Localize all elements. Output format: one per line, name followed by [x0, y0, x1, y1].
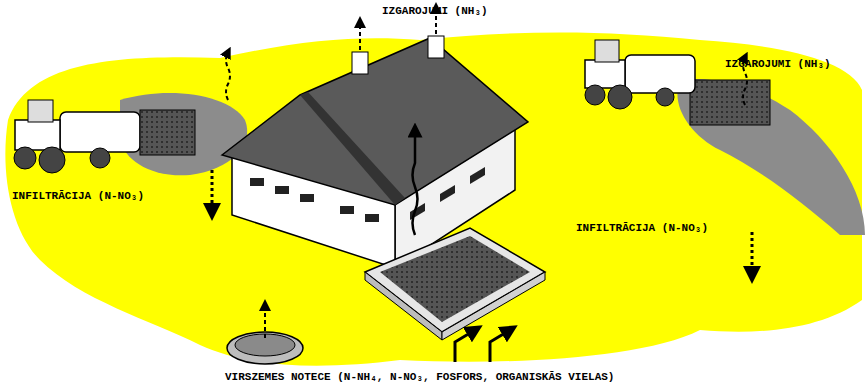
spreader-tank	[60, 112, 140, 152]
emission-arrow	[359, 22, 361, 50]
barn-emission-arrow	[413, 130, 418, 235]
tractor-wheel	[14, 147, 36, 169]
chimney	[428, 36, 444, 58]
emission-arrow	[264, 305, 266, 338]
process-label: INFILTRĀCIJA (N-NO₃)	[12, 190, 144, 203]
window	[275, 186, 289, 194]
tractor-wheel	[608, 85, 632, 109]
right-tractor	[585, 40, 770, 125]
infiltration-arrow	[211, 170, 214, 212]
window	[365, 214, 379, 222]
chimney	[352, 52, 368, 74]
spreader-tank	[625, 55, 695, 93]
left-tractor	[14, 100, 195, 173]
spread-manure	[140, 110, 195, 155]
process-label: IZGAROJUMI (NH₃)	[725, 58, 831, 71]
tractor-wheel	[39, 147, 65, 173]
yellow-ground	[5, 33, 862, 366]
runoff-arrow	[455, 330, 475, 362]
process-label: IZGAROJUMI (NH₃)	[382, 5, 488, 18]
process-label: VIRSZEMES NOTECE (N-NH₄, N-NO₃, FOSFORS,…	[225, 371, 614, 384]
roof-edge	[300, 92, 405, 205]
runoff-arrow	[490, 330, 510, 362]
spread-manure	[690, 80, 770, 125]
pit-wall	[442, 272, 545, 340]
infiltration-arrow	[751, 232, 754, 275]
window	[440, 185, 455, 202]
window	[470, 167, 485, 184]
barn-roof	[222, 38, 528, 205]
tractor-wheel	[585, 85, 605, 105]
tractor-body	[585, 60, 625, 88]
tractor-cab	[595, 40, 619, 62]
tractor-cab	[28, 100, 53, 122]
emission-arrow	[226, 52, 230, 100]
window	[250, 178, 264, 186]
barn	[222, 36, 528, 268]
spreader-wheel	[90, 148, 110, 168]
pit-wall	[365, 272, 442, 340]
process-label: INFILTRĀCIJA (N-NO₃)	[576, 222, 708, 235]
window	[340, 206, 354, 214]
tractor-body	[15, 120, 60, 150]
right-field	[677, 79, 865, 235]
manure-pit-rim	[365, 228, 545, 332]
spreader-wheel	[656, 88, 674, 106]
window	[300, 194, 314, 202]
